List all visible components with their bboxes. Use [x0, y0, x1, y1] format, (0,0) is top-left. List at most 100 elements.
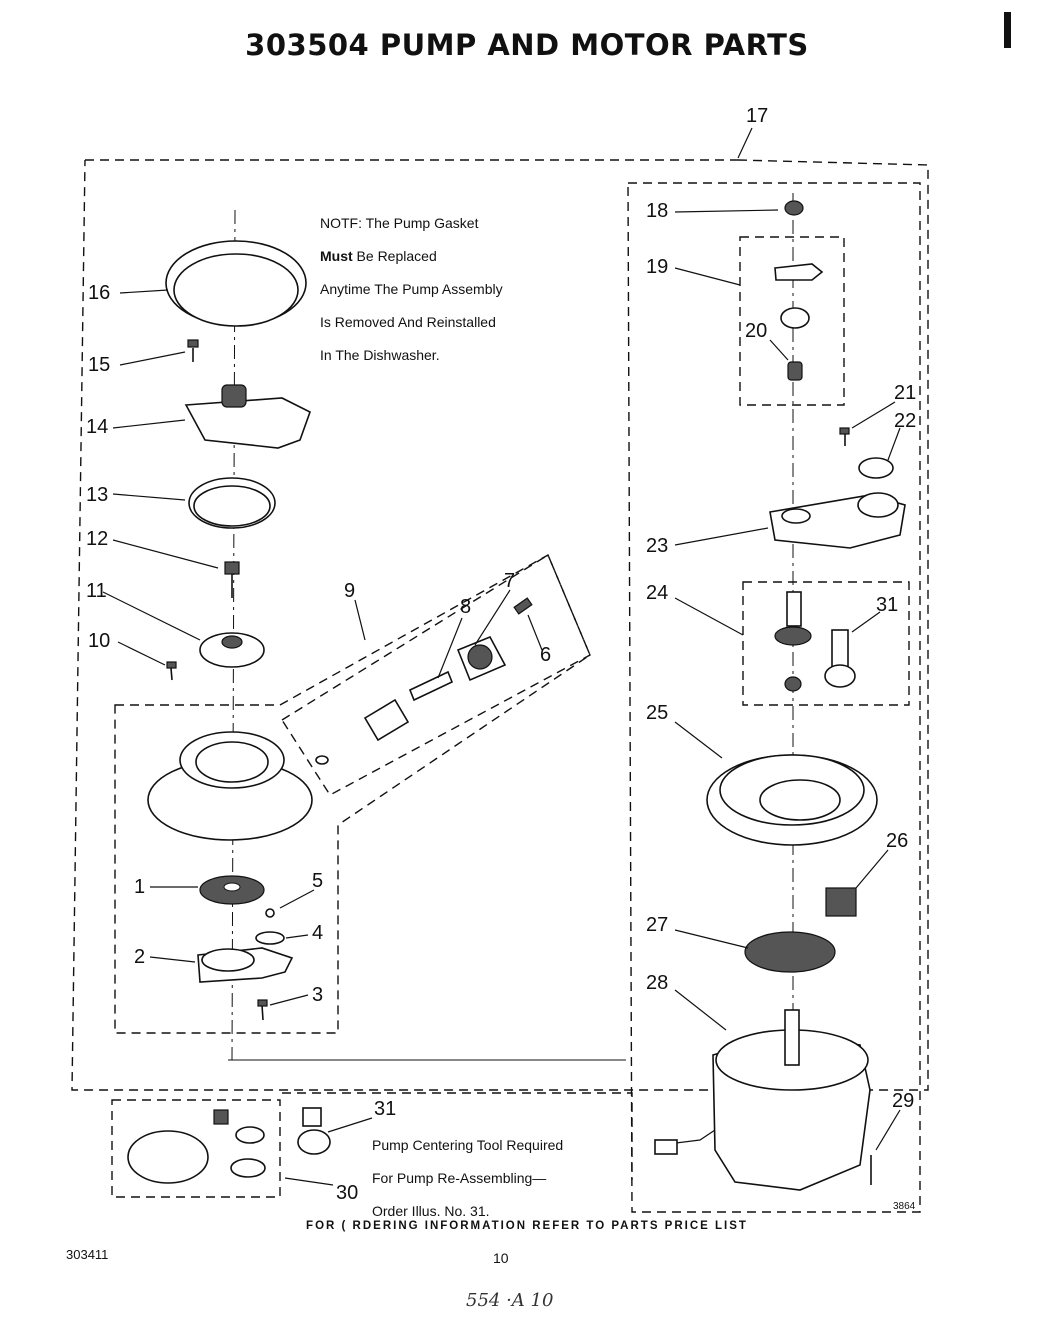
part-24-shaft — [786, 591, 802, 627]
callout-16: 16 — [88, 282, 111, 304]
part-3-screw — [261, 1004, 264, 1021]
part-7-dome — [467, 644, 493, 670]
switch-assembly-box — [739, 236, 845, 406]
page-title: 303504 PUMP AND MOTOR PARTS — [245, 28, 809, 62]
callout-23: 23 — [646, 535, 669, 557]
callout-28: 28 — [646, 972, 669, 994]
valve-seal — [315, 755, 329, 765]
bearing-assembly-box — [742, 581, 910, 706]
tool-note-line-1: Pump Centering Tool Required — [372, 1136, 564, 1153]
part-1-center — [223, 882, 241, 892]
callout-29: 29 — [892, 1090, 915, 1112]
assembly-17-boundary — [71, 159, 929, 1091]
part-21-screw-head — [839, 427, 850, 435]
note-line-1: NOTF: The Pump Gasket — [320, 214, 479, 231]
part-2-opening — [201, 948, 255, 972]
part-23-hole — [781, 508, 811, 524]
callout-15: 15 — [88, 354, 111, 376]
callout-5: 5 — [312, 870, 324, 892]
part-31-tool-bottom — [297, 1129, 331, 1155]
callout-2: 2 — [134, 946, 146, 968]
part-23-boss — [857, 492, 899, 518]
part-11-impeller — [199, 632, 265, 668]
part-31-tool-base — [824, 664, 856, 688]
part-24-nut — [784, 676, 802, 692]
part-13-inner — [193, 485, 271, 527]
callout-4: 4 — [312, 922, 324, 944]
part-27-disk — [744, 931, 836, 973]
part-3-head — [257, 999, 268, 1007]
part-8-spring — [408, 670, 454, 702]
note-line-2-rest: Be Replaced — [352, 247, 437, 264]
part-14-hub — [221, 384, 247, 408]
part-25-well — [759, 779, 841, 821]
tool-note-line-3: Order Illus. No. 31. — [372, 1202, 490, 1219]
pump-housing-box — [114, 554, 591, 1034]
callout-31-bottom: 31 — [374, 1098, 397, 1120]
part-12-bolt-head — [224, 561, 240, 575]
callout-31-right: 31 — [876, 594, 899, 616]
part-30-ring — [127, 1130, 209, 1184]
callout-12: 12 — [86, 528, 109, 550]
callout-17: 17 — [746, 105, 769, 127]
part-28-connector — [654, 1139, 678, 1155]
note-line-3: Anytime The Pump Assembly — [320, 280, 503, 297]
part-14-pump-cover — [184, 397, 311, 449]
tool-note-line-2: For Pump Re-Assembling— — [372, 1169, 547, 1186]
part-10-screw — [170, 667, 173, 681]
callout-27: 27 — [646, 914, 669, 936]
callout-26: 26 — [886, 830, 909, 852]
registration-mark — [1004, 12, 1011, 48]
part-16-inner — [173, 253, 299, 327]
ordering-footer: FOR ( RDERING INFORMATION REFER TO PARTS… — [306, 1220, 748, 1232]
part-24-collar — [774, 626, 812, 646]
callout-10: 10 — [88, 630, 111, 652]
callout-13: 13 — [86, 484, 109, 506]
part-4-o-ring — [255, 931, 285, 945]
part-22-seal — [858, 457, 894, 479]
callout-30: 30 — [336, 1182, 359, 1204]
note-line-5: In The Dishwasher. — [320, 346, 440, 363]
callout-11: 11 — [86, 580, 107, 602]
part-19-switch-lever — [774, 263, 824, 281]
part-18-grommet — [784, 200, 804, 216]
note-emphasis: Must — [320, 247, 353, 264]
part-20-cap — [787, 361, 803, 381]
handwritten-note: 554 ·A 10 — [466, 1290, 554, 1311]
callout-18: 18 — [646, 200, 669, 222]
callout-6: 6 — [540, 644, 552, 666]
part-31-tool-top — [302, 1107, 322, 1127]
callout-9: 9 — [344, 580, 356, 602]
document-number: 303411 — [66, 1247, 109, 1262]
callout-19: 19 — [646, 256, 669, 278]
callout-7: 7 — [504, 570, 516, 592]
part-26-clip — [825, 887, 857, 917]
pump-gasket-note: NOTF: The Pump Gasket Must Be Replaced A… — [320, 198, 503, 380]
drawing-code: 3864 — [893, 1201, 916, 1212]
part-31-tool-stem — [831, 629, 849, 669]
callout-21: 21 — [894, 382, 917, 404]
valve-body — [363, 698, 410, 742]
part-20-spring — [780, 307, 810, 329]
part-30-o-ring-a — [235, 1126, 265, 1144]
page-number: 10 — [493, 1250, 509, 1266]
part-30-o-ring-b — [230, 1158, 266, 1178]
callout-25: 25 — [646, 702, 669, 724]
callout-1: 1 — [134, 876, 146, 898]
note-line-4: Is Removed And Reinstalled — [320, 313, 496, 330]
part-5-ball — [265, 908, 275, 918]
callout-3: 3 — [312, 984, 324, 1006]
leader-lines — [102, 127, 901, 1186]
centering-tool-note: Pump Centering Tool Required For Pump Re… — [372, 1120, 563, 1236]
part-11-hub — [221, 635, 243, 649]
tool-note-box — [282, 1092, 633, 1180]
callout-14: 14 — [86, 416, 109, 438]
part-15-head — [187, 339, 199, 348]
gasket-kit-box — [111, 1099, 281, 1198]
callout-8: 8 — [460, 596, 472, 618]
callout-20: 20 — [745, 320, 768, 342]
part-6-screw — [513, 597, 533, 615]
part-28-motor-shaft — [784, 1009, 800, 1066]
note-line-2: Must Be Replaced — [320, 248, 503, 265]
callout-22: 22 — [894, 410, 917, 432]
